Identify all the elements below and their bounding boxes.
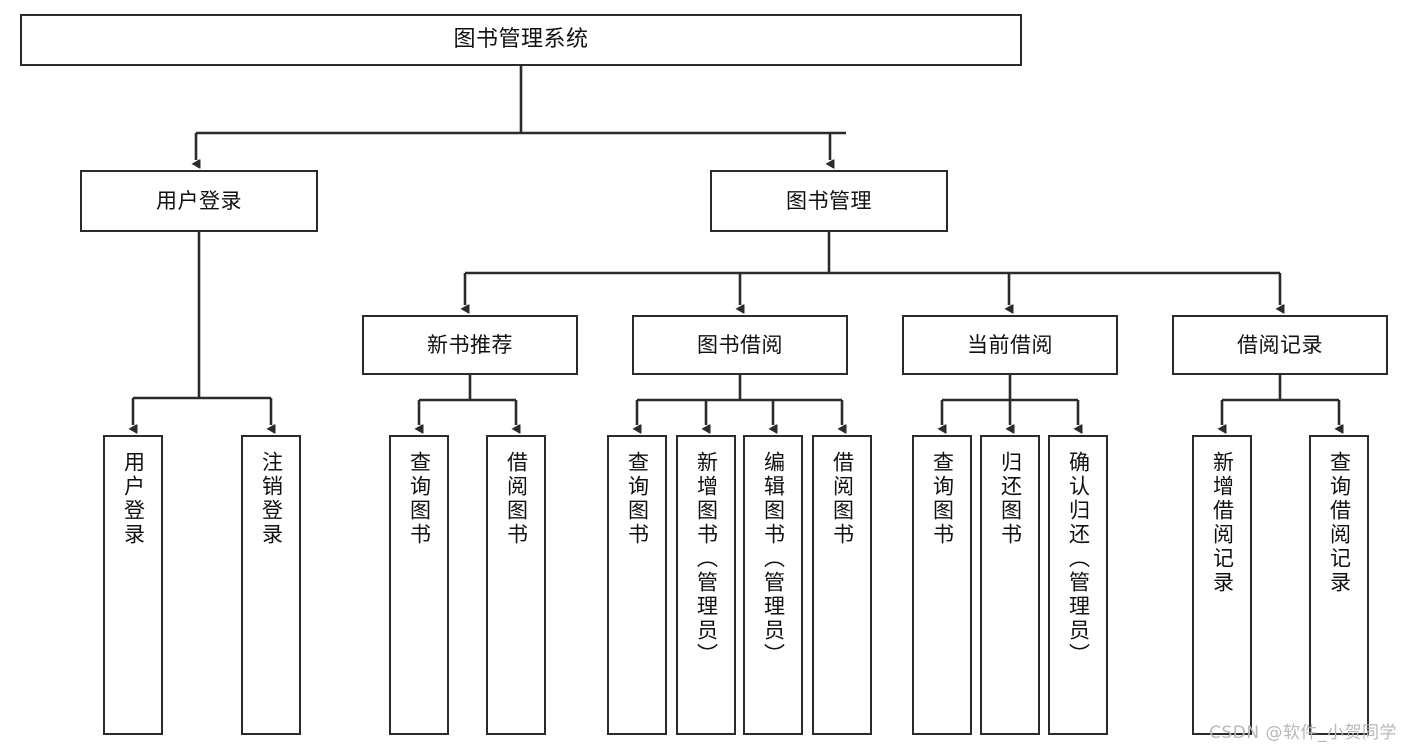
node-label: 编辑图书（管理员） <box>761 451 786 667</box>
leaf-borrow-book[interactable]: 借阅图书 <box>812 435 872 735</box>
leaf-query-borrow-record[interactable]: 查询借阅记录 <box>1309 435 1369 735</box>
leaf-confirm-return-admin[interactable]: 确认归还（管理员） <box>1048 435 1108 735</box>
node-label: 查询图书 <box>407 451 432 547</box>
node-label: 图书借阅 <box>697 332 783 357</box>
leaf-query-book-borrow[interactable]: 查询图书 <box>607 435 667 735</box>
node-book-borrow[interactable]: 图书借阅 <box>632 315 848 375</box>
node-book-management-system[interactable]: 图书管理系统 <box>20 14 1022 66</box>
node-label: 用户登录 <box>121 451 146 547</box>
node-label: 新增图书（管理员） <box>694 451 719 667</box>
leaf-add-book-admin[interactable]: 新增图书（管理员） <box>676 435 736 735</box>
leaf-user-login[interactable]: 用户登录 <box>103 435 163 735</box>
node-label: 当前借阅 <box>967 332 1053 357</box>
leaf-edit-book-admin[interactable]: 编辑图书（管理员） <box>743 435 803 735</box>
leaf-query-book-current[interactable]: 查询图书 <box>912 435 972 735</box>
node-label: 借阅记录 <box>1237 332 1323 357</box>
node-label: 借阅图书 <box>504 451 529 547</box>
node-current-borrow[interactable]: 当前借阅 <box>902 315 1118 375</box>
leaf-query-book-recommend[interactable]: 查询图书 <box>389 435 449 735</box>
node-borrow-record[interactable]: 借阅记录 <box>1172 315 1388 375</box>
node-label: 确认归还（管理员） <box>1066 451 1091 667</box>
node-label: 图书管理系统 <box>453 27 589 53</box>
leaf-borrow-book-recommend[interactable]: 借阅图书 <box>486 435 546 735</box>
node-label: 注销登录 <box>259 451 284 547</box>
node-label: 查询图书 <box>625 451 650 547</box>
node-label: 查询图书 <box>930 451 955 547</box>
watermark: CSDN @软件_小贺同学 <box>1209 723 1397 743</box>
node-label: 新增借阅记录 <box>1210 451 1235 595</box>
node-new-book-recommend[interactable]: 新书推荐 <box>362 315 578 375</box>
node-label: 新书推荐 <box>427 332 513 357</box>
node-label: 用户登录 <box>156 188 242 213</box>
leaf-add-borrow-record[interactable]: 新增借阅记录 <box>1192 435 1252 735</box>
node-label: 查询借阅记录 <box>1327 451 1352 595</box>
leaf-return-book[interactable]: 归还图书 <box>980 435 1040 735</box>
node-label: 归还图书 <box>998 451 1023 547</box>
node-label: 图书管理 <box>786 188 872 213</box>
leaf-logout-login[interactable]: 注销登录 <box>241 435 301 735</box>
node-label: 借阅图书 <box>830 451 855 547</box>
node-book-management[interactable]: 图书管理 <box>710 170 948 232</box>
node-user-login[interactable]: 用户登录 <box>80 170 318 232</box>
